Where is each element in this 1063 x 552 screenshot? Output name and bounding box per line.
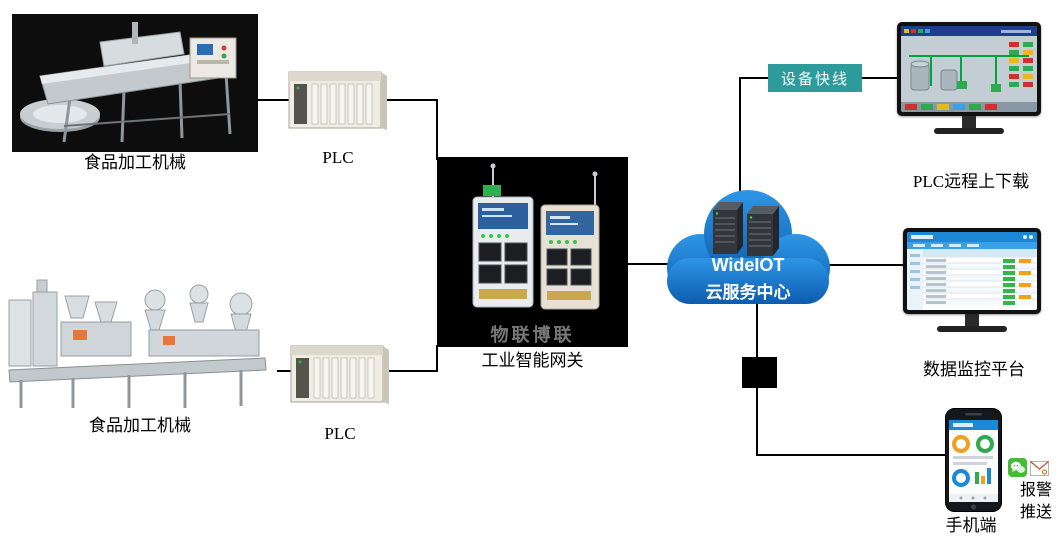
gateway-label: 工业智能网关	[481, 351, 584, 370]
cloud-subtitle: 云服务中心	[705, 283, 791, 302]
dashboard-screen	[907, 232, 1037, 310]
gateway-illustration	[437, 157, 628, 347]
plc-top-illustration	[288, 71, 387, 130]
monitor-base	[937, 326, 1007, 332]
plc-bottom-label: PLC	[324, 424, 356, 443]
food-machine-bottom-illustration	[3, 278, 277, 412]
cloud-icon	[667, 190, 830, 304]
device-express-badge: 设备快线	[768, 64, 862, 92]
plc-top-image	[288, 66, 388, 137]
monitor-plc-remote	[897, 22, 1041, 134]
alarm-text-line1: 报警	[1019, 482, 1052, 499]
monitor-bezel	[903, 228, 1041, 314]
monitor-data-platform-label: 数据监控平台	[923, 360, 1025, 379]
server-icon	[713, 202, 779, 256]
food-machine-bottom-image	[3, 278, 277, 417]
monitor-data-platform	[903, 228, 1041, 332]
gateway-watermark: 物联博联	[490, 325, 575, 345]
monitor-base	[934, 128, 1004, 134]
monitor-plc-remote-label: PLC远程上下载	[912, 172, 1030, 191]
connector-plc1-gateway	[384, 99, 438, 160]
monitor-bezel	[897, 22, 1041, 116]
connector-cloud-badge	[739, 77, 770, 215]
wechat-icon	[1008, 458, 1027, 482]
monitor-stand	[962, 116, 976, 128]
email-icon	[1030, 460, 1049, 481]
monitor-stand	[965, 314, 979, 326]
alarm-text-line2: 推送	[1019, 504, 1052, 521]
connector-cloud-phone	[756, 295, 946, 456]
mobile-phone	[945, 408, 1002, 517]
cloud-title: WideIOT	[711, 255, 785, 275]
plc-bottom-image	[290, 340, 390, 411]
food-machine-top-illustration	[12, 14, 258, 152]
connector-plc2-gateway	[386, 345, 438, 372]
junction-box	[742, 357, 777, 388]
gateway-image: 物联博联	[437, 157, 628, 352]
plc-top-label: PLC	[322, 148, 354, 167]
food-machine-top-image	[12, 14, 258, 157]
food-machine-bottom-label: 食品加工机械	[89, 416, 191, 435]
food-machine-top-label: 食品加工机械	[84, 153, 186, 172]
scada-screen	[901, 26, 1037, 112]
plc-bottom-illustration	[290, 345, 389, 404]
mobile-phone-label: 手机端	[945, 516, 997, 535]
cloud-image	[655, 182, 840, 335]
phone-illustration	[945, 408, 1002, 512]
